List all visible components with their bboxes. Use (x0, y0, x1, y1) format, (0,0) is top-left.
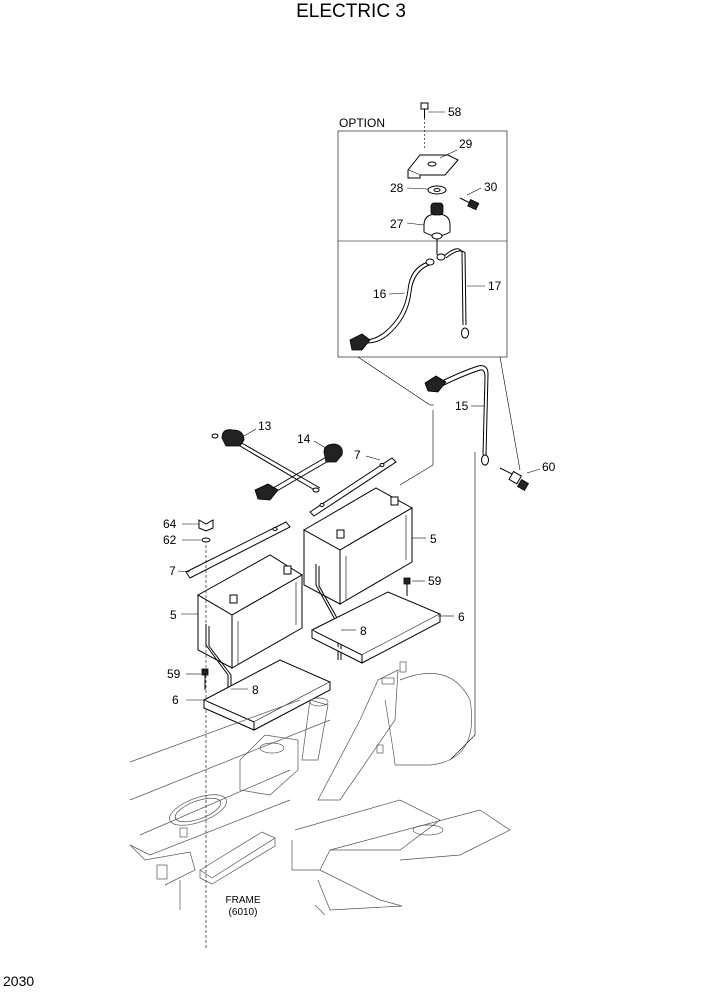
tray-6-left (202, 659, 332, 731)
frame-note-line1: FRAME (226, 895, 261, 906)
bolt-59-left (201, 668, 209, 690)
cable-13 (211, 429, 321, 493)
tray-6-right (310, 591, 442, 664)
label-30: 30 (484, 180, 498, 194)
option-label: OPTION (339, 116, 385, 130)
label-14: 14 (297, 432, 311, 446)
label-60: 60 (542, 460, 556, 474)
cable-14 (254, 443, 343, 501)
label-5-left: 5 (170, 608, 177, 622)
washer-62 (201, 537, 211, 543)
cable-15 (424, 365, 489, 466)
label-6-right: 6 (458, 610, 465, 624)
battery-5-right (302, 487, 414, 605)
label-8-right: 8 (360, 624, 367, 638)
page-number: 2030 (3, 973, 34, 989)
label-16: 16 (373, 287, 387, 301)
label-13: 13 (258, 419, 272, 433)
label-6-left: 6 (172, 693, 179, 707)
bolt-58 (420, 102, 429, 150)
label-7-lower: 7 (169, 564, 176, 578)
label-28: 28 (390, 181, 404, 195)
wing-nut-64 (198, 519, 214, 532)
label-8-left: 8 (252, 683, 259, 697)
battery-5-left (196, 554, 303, 669)
bolt-59-right (403, 577, 411, 596)
strap-7-lower (185, 521, 291, 579)
cable-16 (349, 258, 435, 351)
label-62: 62 (163, 533, 177, 547)
label-59-left: 59 (167, 667, 181, 681)
cable-17 (436, 248, 469, 339)
bolt-30 (459, 197, 480, 211)
option-box (337, 130, 508, 358)
label-27: 27 (390, 217, 404, 231)
switch-27 (423, 202, 451, 255)
label-59-right: 59 (428, 574, 442, 588)
label-7-upper: 7 (354, 448, 361, 462)
label-5-right: 5 (430, 532, 437, 546)
label-58: 58 (448, 105, 462, 119)
bolt-60 (499, 467, 530, 492)
label-64: 64 (163, 517, 177, 531)
label-15: 15 (455, 399, 469, 413)
frame-structure (129, 661, 511, 916)
strap-7-upper (309, 457, 397, 517)
bracket-29 (407, 154, 459, 179)
washer-28 (427, 185, 447, 195)
page-title: ELECTRIC 3 (296, 1, 406, 22)
label-17: 17 (488, 279, 502, 293)
label-29: 29 (459, 137, 473, 151)
frame-note-line2: (6010) (229, 907, 258, 918)
